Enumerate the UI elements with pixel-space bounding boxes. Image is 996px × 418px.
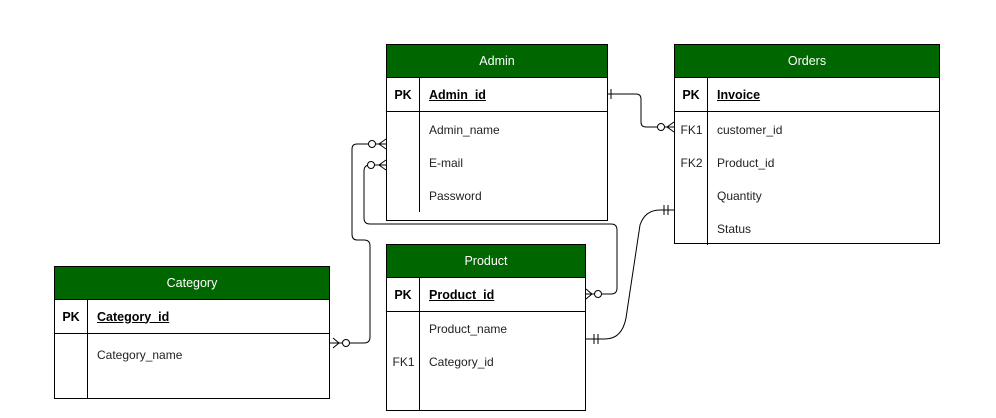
entity-orders[interactable]: Orders PK Invoice FK1 customer_id FK2 Pr… xyxy=(674,44,940,245)
key-label: PK xyxy=(675,78,708,111)
entity-product[interactable]: Product PK Product_id Product_name FK1 C… xyxy=(386,244,586,411)
entity-category[interactable]: Category PK Category_id Category_name xyxy=(54,266,330,399)
key-column xyxy=(387,312,420,410)
key-column xyxy=(675,112,708,245)
attribute-list: Admin_name E-mail Password xyxy=(387,112,607,212)
attribute-row: E-mail xyxy=(387,146,607,179)
relationship-admin-product[interactable] xyxy=(363,159,618,300)
zero-marker xyxy=(594,290,602,298)
attribute-row: FK2 Product_id xyxy=(675,146,939,179)
entity-admin[interactable]: Admin PK Admin_id Admin_name E-mail Pass… xyxy=(386,44,608,221)
attribute-row: FK1 customer_id xyxy=(675,113,939,146)
key-label: FK2 xyxy=(680,155,703,170)
relationship-orders-product[interactable] xyxy=(586,205,674,344)
many-marker xyxy=(378,159,387,171)
key-label: FK1 xyxy=(680,122,703,137)
entity-header: Admin xyxy=(387,45,607,78)
many-marker xyxy=(585,288,593,300)
key-label: FK1 xyxy=(392,354,415,369)
primary-key-row: PK Invoice xyxy=(675,78,939,112)
field-name: customer_id xyxy=(717,122,783,137)
primary-key-row: PK Product_id xyxy=(387,278,585,312)
zero-marker xyxy=(657,123,665,131)
attribute-row: Status xyxy=(675,212,939,245)
zero-marker xyxy=(367,161,375,169)
field-name: Admin_name xyxy=(429,122,500,137)
many-marker xyxy=(378,138,387,150)
many-marker xyxy=(332,337,340,349)
field-name: Category_id xyxy=(429,354,494,369)
field-name: Admin_id xyxy=(429,87,486,102)
field-name: E-mail xyxy=(429,155,464,170)
field-name: Password xyxy=(429,188,482,203)
field-name: Invoice xyxy=(717,87,761,102)
field-name: Product_id xyxy=(717,155,775,170)
key-column xyxy=(387,112,420,212)
field-name: Product_id xyxy=(429,287,495,302)
key-label: PK xyxy=(55,300,88,333)
many-marker xyxy=(666,121,675,133)
entity-header: Category xyxy=(55,267,329,300)
attribute-list: Product_name FK1 Category_id xyxy=(387,312,585,410)
attribute-list: FK1 customer_id FK2 Product_id Quantity … xyxy=(675,112,939,245)
primary-key-row: PK Admin_id xyxy=(387,78,607,112)
attribute-row: FK1 Category_id xyxy=(387,345,585,378)
entity-header: Orders xyxy=(675,45,939,78)
attribute-row: Admin_name xyxy=(387,113,607,146)
field-name: Category_name xyxy=(97,347,183,362)
attribute-row: Product_name xyxy=(387,312,585,345)
attribute-row: Quantity xyxy=(675,179,939,212)
attribute-list: Category_name xyxy=(55,334,329,398)
attribute-row: Password xyxy=(387,179,607,212)
attribute-row: Category_name xyxy=(55,338,329,371)
field-name: Status xyxy=(717,221,752,236)
zero-marker xyxy=(368,140,376,148)
field-name: Quantity xyxy=(717,188,762,203)
relationship-admin-orders[interactable] xyxy=(608,89,675,133)
key-column xyxy=(55,334,88,398)
primary-key-row: PK Category_id xyxy=(55,300,329,334)
key-label: PK xyxy=(387,78,420,111)
field-name: Product_name xyxy=(429,321,508,336)
zero-marker xyxy=(342,339,350,347)
relationship-admin-category[interactable] xyxy=(330,138,387,349)
key-label: PK xyxy=(387,278,420,311)
field-name: Category_id xyxy=(97,309,170,324)
entity-header: Product xyxy=(387,245,585,278)
